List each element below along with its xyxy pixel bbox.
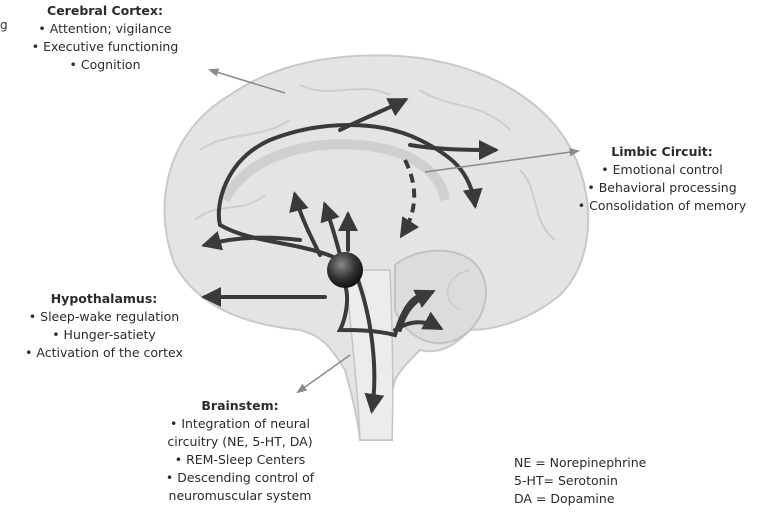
hypothalamus-item: Activation of the cortex	[4, 344, 204, 362]
brainstem-item-cont: neuromuscular system	[140, 487, 340, 505]
cortex-item: Cognition	[10, 56, 200, 74]
cortex-label-block: Cerebral Cortex: Attention; vigilance Ex…	[10, 2, 200, 74]
hypothalamus-item: Hunger-satiety	[4, 326, 204, 344]
brainstem-item: Descending control of	[140, 469, 340, 487]
hypothalamus-label-block: Hypothalamus: Sleep-wake regulation Hung…	[4, 290, 204, 362]
limbic-item: Consolidation of memory	[562, 197, 762, 215]
hypothalamus-title: Hypothalamus:	[4, 290, 204, 308]
brainstem-item: REM-Sleep Centers	[140, 451, 340, 469]
corner-fragment: g	[0, 18, 8, 32]
hypothalamus-nucleus	[327, 252, 363, 288]
legend-entry: NE = Norepinephrine	[514, 454, 646, 472]
legend-entry: 5-HT= Serotonin	[514, 472, 646, 490]
brainstem-title: Brainstem:	[140, 397, 340, 415]
brainstem-item-cont: circuitry (NE, 5-HT, DA)	[140, 433, 340, 451]
pointer-brainstem	[298, 355, 350, 392]
cortex-item: Executive functioning	[10, 38, 200, 56]
hypothalamus-item: Sleep-wake regulation	[4, 308, 204, 326]
cortex-item: Attention; vigilance	[10, 20, 200, 38]
limbic-item: Emotional control	[562, 161, 762, 179]
cortex-title: Cerebral Cortex:	[10, 2, 200, 20]
limbic-title: Limbic Circuit:	[562, 143, 762, 161]
limbic-label-block: Limbic Circuit: Emotional control Behavi…	[562, 143, 762, 215]
legend-entry: DA = Dopamine	[514, 490, 646, 508]
brainstem-label-block: Brainstem: Integration of neural circuit…	[140, 397, 340, 505]
limbic-item: Behavioral processing	[562, 179, 762, 197]
brainstem-item: Integration of neural	[140, 415, 340, 433]
abbreviation-legend: NE = Norepinephrine 5-HT= Serotonin DA =…	[514, 454, 646, 508]
